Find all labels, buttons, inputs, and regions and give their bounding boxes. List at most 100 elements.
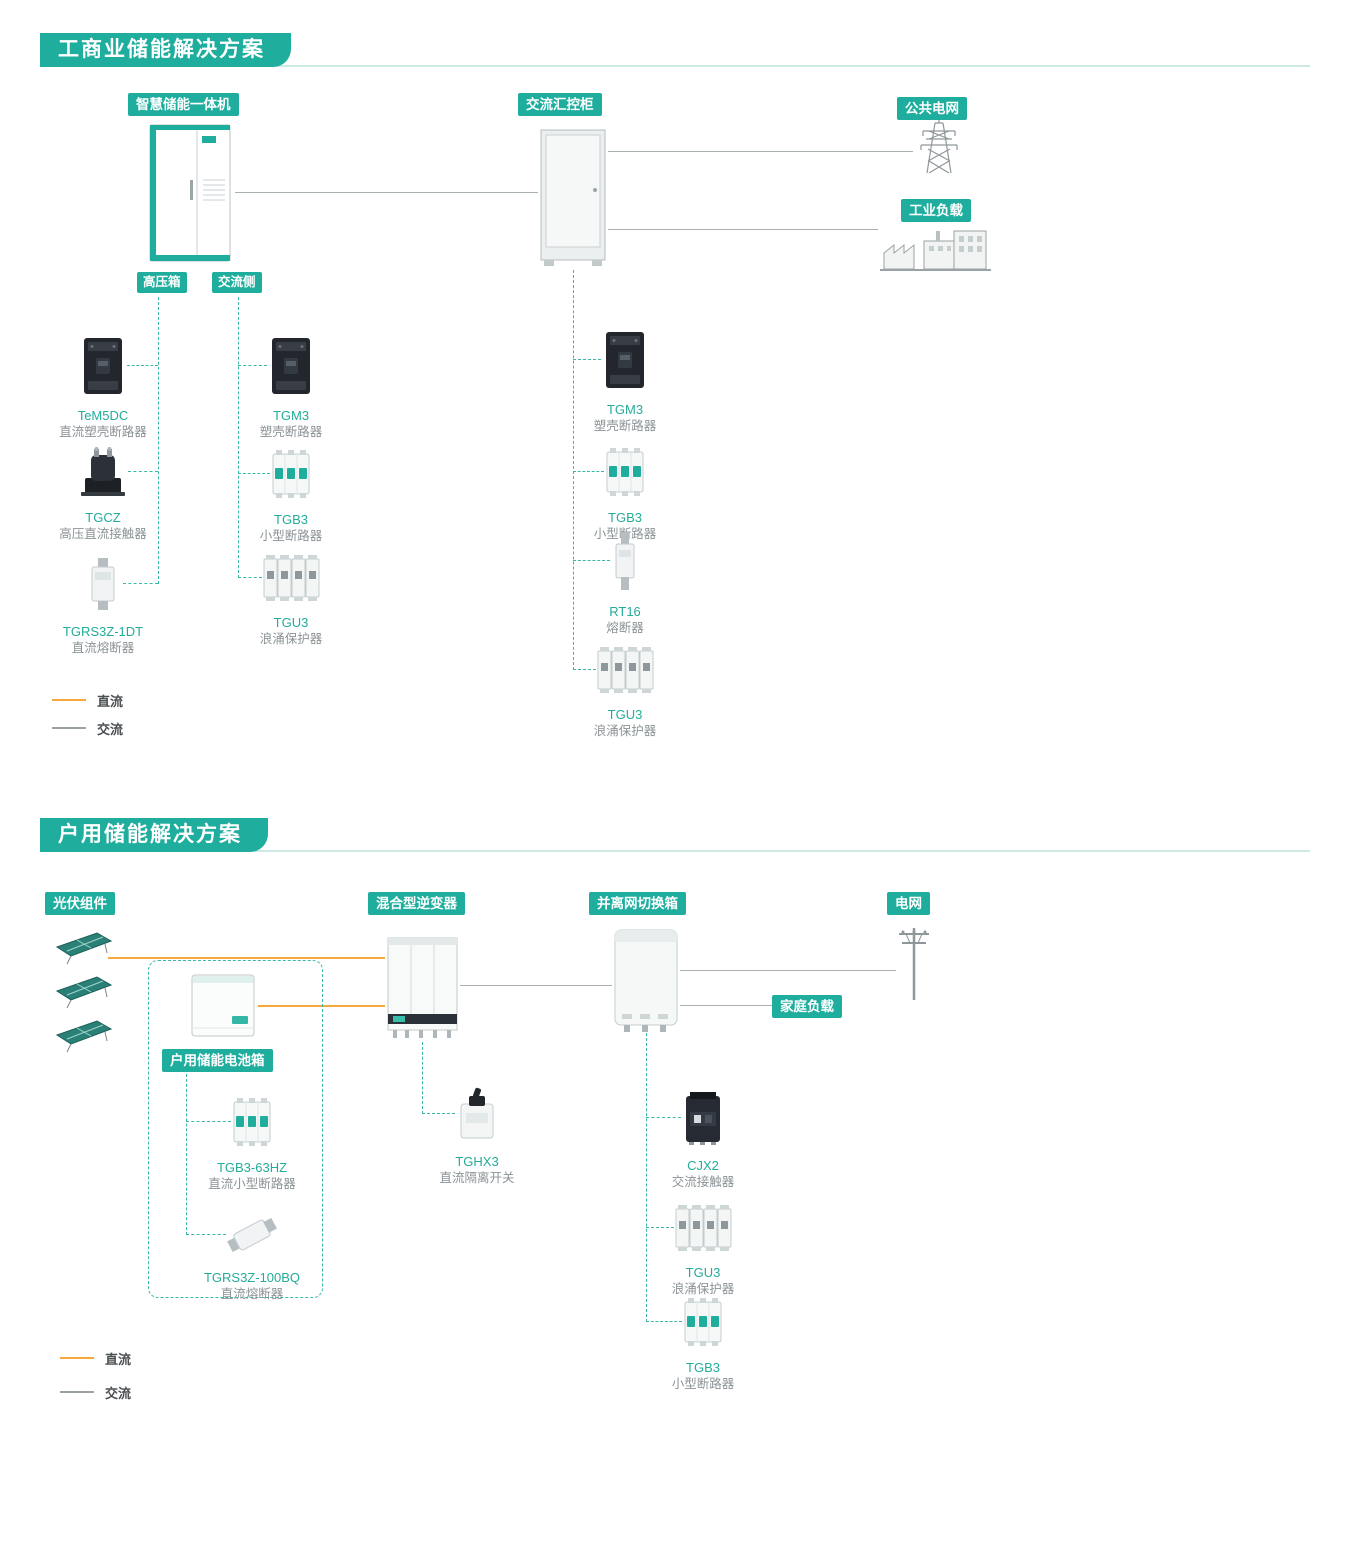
badge-pv-modules: 光伏组件 [45, 892, 115, 915]
mcb-icon [604, 446, 646, 503]
product-tghx3: TGHX3 直流隔离开关 [422, 1086, 532, 1186]
dc-isolator-icon [455, 1086, 499, 1147]
dashed-stub [573, 669, 596, 670]
mccb-icon [601, 330, 649, 395]
dashed-branch-ac-cabinet [573, 270, 574, 670]
badge-ac-combiner-cabinet: 交流汇控柜 [518, 93, 602, 116]
ac-line-swatch [52, 727, 86, 729]
badge-hv-box: 高压箱 [137, 272, 187, 293]
section1-title-underline [40, 65, 1310, 67]
product-tgm3: TGM3 塑壳断路器 [570, 330, 680, 434]
product-desc: 熔断器 [606, 621, 644, 635]
dashed-stub [646, 1227, 674, 1228]
product-model: TGU3 [607, 707, 643, 722]
product-tem5dc: TeM5DC 直流塑壳断路器 [48, 336, 158, 440]
legend-ac-label: 交流 [97, 721, 124, 737]
fuse-icon [610, 530, 640, 597]
product-tgb3: TGB3 小型断路器 [236, 448, 346, 544]
solar-panels-icon [45, 925, 120, 1060]
mccb-icon [267, 336, 315, 401]
product-model: TGB3 [686, 1360, 720, 1375]
utility-pole-icon [896, 924, 932, 1002]
product-desc: 直流隔离开关 [439, 1171, 515, 1185]
product-desc: 直流熔断器 [220, 1287, 284, 1301]
legend-dc: 直流 [52, 692, 124, 709]
product-model: TGM3 [606, 402, 644, 417]
product-model: TeM5DC [77, 408, 129, 423]
storage-cabinet-icon [145, 122, 235, 267]
surge-protector-icon [262, 553, 320, 608]
dashed-stub [186, 1121, 231, 1122]
product-tgu3: TGU3 浪涌保护器 [570, 645, 680, 739]
line-switchbox-to-home-load [680, 1005, 772, 1006]
battery-box-container [148, 960, 323, 1298]
product-model: TGRS3Z-1DT [62, 624, 144, 639]
dashed-stub [238, 577, 262, 578]
dashed-stub [573, 359, 601, 360]
section2-title-underline [40, 850, 1310, 852]
product-desc: 塑壳断路器 [259, 425, 323, 439]
product-tgcz: TGCZ 高压直流接触器 [48, 446, 158, 542]
dashed-stub [128, 471, 158, 472]
product-model: TGCZ [85, 510, 121, 525]
transmission-tower-icon [913, 115, 965, 177]
section2-title: 户用储能解决方案 [40, 818, 268, 852]
line-inverter-to-switchbox [460, 985, 612, 986]
ac-cabinet-icon [538, 128, 608, 268]
product-model: TGU3 [685, 1265, 721, 1280]
dashed-stub [186, 1234, 226, 1235]
product-desc: 小型断路器 [259, 529, 323, 543]
product-tgb3: TGB3 小型断路器 [570, 446, 680, 542]
dashed-branch-ac-side [238, 297, 239, 578]
product-model: TGB3 [274, 512, 308, 527]
product-tgrs3z-1dt: TGRS3Z-1DT 直流熔断器 [48, 556, 158, 656]
badge-public-grid: 公共电网 [897, 97, 967, 120]
dashed-branch-inverter [422, 1042, 423, 1114]
dashed-stub [123, 583, 158, 584]
dashed-stub [238, 365, 267, 366]
dashed-stub [422, 1113, 455, 1114]
switch-box-icon [612, 928, 680, 1033]
legend-dc-label: 直流 [105, 1351, 132, 1367]
legend-ac: 交流 [52, 720, 124, 737]
product-tgrs3z-100bq: TGRS3Z-100BQ 直流熔断器 [197, 1212, 307, 1302]
product-desc: 直流塑壳断路器 [59, 425, 147, 439]
dc-fuse-icon [83, 556, 123, 617]
product-tgu3: TGU3 浪涌保护器 [236, 553, 346, 647]
badge-storage-unit: 智慧储能一体机 [128, 93, 239, 116]
dashed-stub [238, 473, 270, 474]
dashed-branch-hv-box [158, 297, 159, 584]
product-desc: 浪涌保护器 [259, 632, 323, 646]
factory-icon [878, 227, 993, 273]
mcb-icon [682, 1296, 724, 1353]
legend-dc-label: 直流 [97, 693, 124, 709]
product-model: TGU3 [273, 615, 309, 630]
ac-contactor-icon [681, 1090, 725, 1151]
product-model: TGB3 [608, 510, 642, 525]
line-ac-cabinet-to-grid [608, 151, 913, 152]
product-desc: 高压直流接触器 [59, 527, 147, 541]
surge-protector-icon [596, 645, 654, 700]
dashed-stub [573, 560, 610, 561]
product-tgm3: TGM3 塑壳断路器 [236, 336, 346, 440]
badge-ac-side: 交流侧 [212, 272, 262, 293]
product-desc: 直流小型断路器 [208, 1177, 296, 1191]
line-battery-to-inverter [258, 1005, 385, 1007]
line-switchbox-to-grid [680, 970, 896, 971]
product-tgb3: TGB3 小型断路器 [648, 1296, 758, 1392]
product-tgu3: TGU3 浪涌保护器 [648, 1203, 758, 1297]
product-desc: 浪涌保护器 [593, 724, 657, 738]
badge-battery-box: 户用储能电池箱 [162, 1049, 273, 1072]
product-model: TGHX3 [455, 1154, 499, 1169]
dashed-stub [127, 365, 158, 366]
mcb-icon [231, 1096, 273, 1153]
product-desc: 小型断路器 [671, 1377, 735, 1391]
product-rt16: RT16 熔断器 [570, 530, 680, 636]
badge-home-load: 家庭负载 [772, 995, 842, 1018]
dc-fuse-icon [226, 1212, 278, 1263]
badge-grid: 电网 [887, 892, 930, 915]
product-desc: 浪涌保护器 [671, 1282, 735, 1296]
mccb-icon [79, 336, 127, 401]
mcb-icon [270, 448, 312, 505]
surge-protector-icon [674, 1203, 732, 1258]
